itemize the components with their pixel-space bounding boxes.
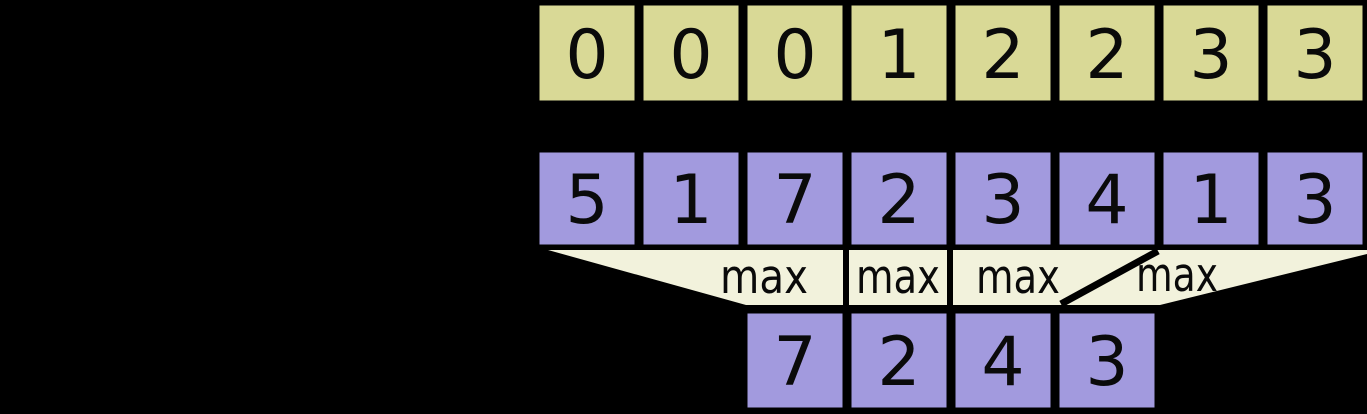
prefix-cell-value: 3 [1293,16,1336,95]
input-cell-value: 3 [1293,161,1336,240]
output-cell-value: 2 [877,323,920,402]
output-cell [1054,308,1160,413]
input-cell [742,147,848,250]
prefix-cell-value: 0 [565,16,608,95]
prefix-cell-value: 3 [1189,16,1232,95]
max-operator-label: max [1136,248,1218,303]
output-cell-value: 3 [1085,323,1128,402]
prefix-cell [1262,0,1367,106]
input-cell [534,147,640,250]
input-cell [1262,147,1367,250]
prefix-cell-value: 1 [877,16,920,95]
max-operator-label: max [976,250,1060,305]
input-cell-value: 5 [565,161,608,240]
input-cell [638,147,744,250]
prefix-cell-value: 2 [1085,16,1128,95]
input-row: 5 1 7 2 3 4 1 3 [534,147,1367,250]
output-cell-value: 4 [981,323,1024,402]
input-cell-value: 7 [773,161,816,240]
prefix-cell [950,0,1056,106]
max-funnel-3-4 [953,250,1367,305]
prefix-cell [638,0,744,106]
output-cell [742,308,848,413]
input-cell-value: 3 [981,161,1024,240]
prefix-cell [1158,0,1264,106]
max-funnel-2 [849,250,947,305]
input-cell-value: 1 [1189,161,1232,240]
input-cell-value: 2 [877,161,920,240]
output-cell [950,308,1056,413]
prefix-row: 0 0 0 1 2 2 3 3 [534,0,1367,106]
input-cell [1054,147,1160,250]
input-cell [1158,147,1264,250]
input-cell-value: 4 [1085,161,1128,240]
prefix-cell [534,0,640,106]
max-funnel-1 [548,250,843,305]
max-operator-label: max [856,250,940,305]
max-band: max max max max [548,247,1367,308]
output-row: 7 2 4 3 [742,308,1160,413]
input-cell [950,147,1056,250]
prefix-cell [846,0,952,106]
max-operator-label: max [720,250,808,305]
prefix-cell [1054,0,1160,106]
prefix-cell-value: 0 [669,16,712,95]
input-cell-value: 1 [669,161,712,240]
funnel-separator-line [1059,247,1160,308]
input-cell [846,147,952,250]
prefix-cell [742,0,848,106]
output-cell-value: 7 [773,323,816,402]
prefix-cell-value: 2 [981,16,1024,95]
output-cell [846,308,952,413]
prefix-cell-value: 0 [773,16,816,95]
